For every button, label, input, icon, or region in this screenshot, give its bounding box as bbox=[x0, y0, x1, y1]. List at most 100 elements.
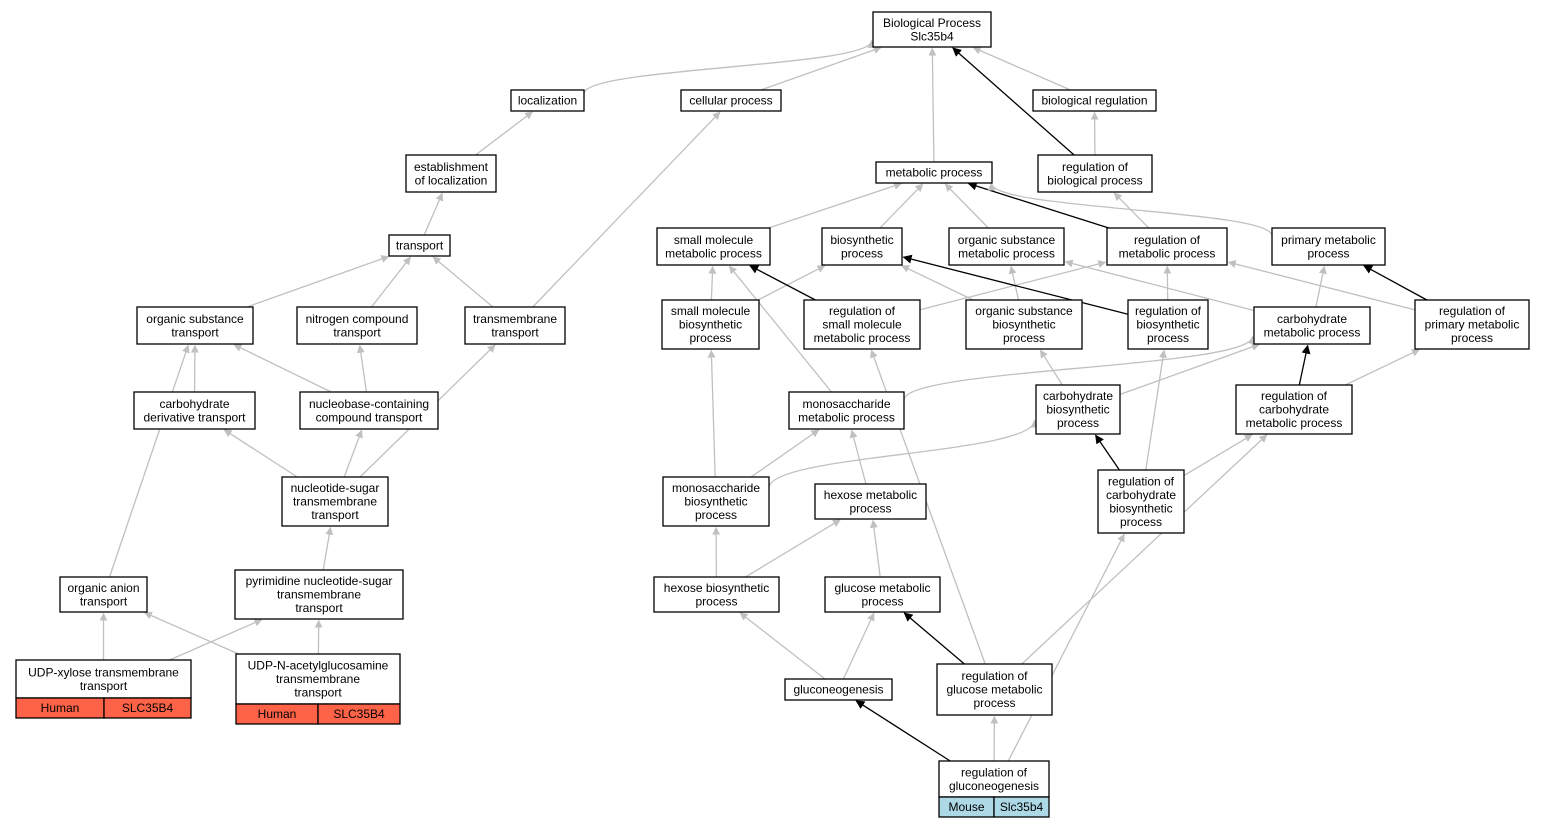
go-term-node-gluconeo[interactable]: gluconeogenesis bbox=[785, 679, 892, 700]
node-label-line: biological regulation bbox=[1041, 94, 1147, 108]
node-label-line: process bbox=[849, 501, 891, 515]
node-label-line: biosynthetic bbox=[992, 318, 1055, 332]
node-label-line: transport bbox=[80, 594, 128, 608]
edge-regprim-to-primmet bbox=[1364, 266, 1427, 300]
node-label-line: carbohydrate bbox=[1259, 403, 1329, 417]
node-label-line: transmembrane bbox=[473, 312, 557, 326]
node-label-line: hexose metabolic bbox=[824, 488, 917, 502]
node-label-line: organic anion bbox=[67, 581, 139, 595]
node-label-line: UDP-xylose transmembrane bbox=[28, 665, 179, 679]
go-term-node-metabolic[interactable]: metabolic process bbox=[876, 162, 992, 183]
node-label-line: glucose metabolic bbox=[946, 683, 1042, 697]
node-label-line: pyrimidine nucleotide-sugar bbox=[246, 574, 393, 588]
go-term-node-regcarbbio[interactable]: regulation ofcarbohydratebiosyntheticpro… bbox=[1098, 470, 1184, 533]
node-label-line: localization bbox=[518, 94, 577, 108]
node-label-line: process bbox=[1057, 416, 1099, 430]
node-label-line: process bbox=[841, 246, 883, 260]
node-label-line: process bbox=[695, 594, 737, 608]
edge-regcarbbio-to-regbiosyn bbox=[1146, 351, 1164, 471]
node-label-line: biosynthetic bbox=[684, 495, 747, 509]
edge-bioreg-to-bp bbox=[973, 48, 1070, 90]
node-label-line: derivative transport bbox=[143, 410, 246, 424]
go-term-node-cellular[interactable]: cellular process bbox=[681, 90, 781, 111]
edge-estloc-to-localization bbox=[476, 112, 533, 155]
edge-regsmmet-to-smallmol bbox=[750, 266, 815, 300]
edge-orgsubbio-to-biosynth bbox=[902, 266, 973, 300]
go-term-node-udpnac[interactable]: UDP-N-acetylglucosaminetransmembranetran… bbox=[236, 654, 400, 724]
node-label-line: nitrogen compound bbox=[306, 312, 409, 326]
node-label-line: gluconeogenesis bbox=[949, 779, 1039, 793]
node-label-line: Biological Process bbox=[883, 16, 981, 30]
edge-biosynth-to-metabolic bbox=[880, 184, 923, 228]
node-label-line: biosynthetic bbox=[830, 233, 893, 247]
go-term-node-localization[interactable]: localization bbox=[511, 90, 584, 111]
edge-smbiosyn-to-smallmol bbox=[711, 267, 712, 301]
node-label-line: regulation of bbox=[1062, 160, 1129, 174]
node-label-line: regulation of bbox=[829, 304, 896, 318]
edge-regcarbbio-to-regcarbmet bbox=[1184, 435, 1252, 476]
node-label-line: gluconeogenesis bbox=[793, 683, 883, 697]
edge-smbiosyn-to-biosynth bbox=[758, 266, 825, 300]
node-label-line: biosynthetic bbox=[679, 318, 742, 332]
node-label-line: Slc35b4 bbox=[910, 29, 954, 43]
go-term-node-bioreg[interactable]: biological regulation bbox=[1033, 90, 1156, 111]
go-term-node-pyrnuc[interactable]: pyrimidine nucleotide-sugartransmembrane… bbox=[235, 570, 403, 619]
node-label-line: transport bbox=[295, 601, 343, 615]
edge-reggluconeo-to-regcarbbio bbox=[1008, 534, 1124, 761]
node-label-line: establishment bbox=[414, 160, 489, 174]
edge-tmtr-to-transport bbox=[433, 257, 493, 307]
node-label-line: process bbox=[1120, 515, 1162, 529]
edge-gluconeo-to-glcmet bbox=[843, 613, 873, 679]
edge-udpnac-to-organion bbox=[145, 613, 239, 654]
node-label-line: primary metabolic bbox=[1425, 318, 1520, 332]
node-label-line: cellular process bbox=[689, 94, 772, 108]
edge-transport-to-estloc bbox=[424, 193, 442, 235]
go-term-node-transport[interactable]: transport bbox=[389, 235, 450, 256]
node-label-line: compound transport bbox=[316, 410, 423, 424]
node-label-line: metabolic process bbox=[1119, 246, 1216, 260]
edge-carbbio-to-orgsubbio bbox=[1040, 350, 1062, 385]
node-label-line: regulation of bbox=[961, 765, 1028, 779]
node-label-line: biosynthetic bbox=[1046, 403, 1109, 417]
node-label-line: monosaccharide bbox=[802, 397, 890, 411]
edge-localization-to-bp bbox=[584, 41, 872, 94]
node-label-line: regulation of bbox=[961, 669, 1028, 683]
node-label-line: metabolic process bbox=[886, 166, 983, 180]
edge-orgsubmet-to-metabolic bbox=[945, 184, 988, 228]
node-label-line: metabolic process bbox=[798, 410, 895, 424]
edge-nucleobase-to-nitrotr bbox=[360, 346, 367, 393]
